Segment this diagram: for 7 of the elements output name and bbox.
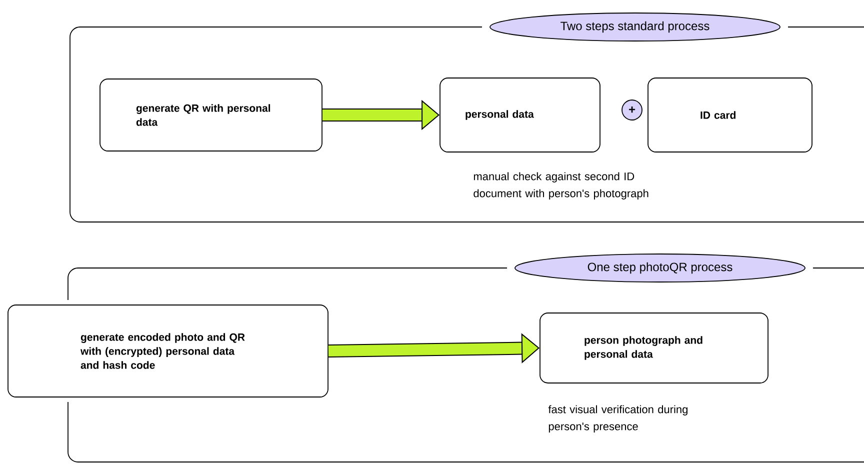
- note-text: fast visual verification during person's presence: [548, 405, 688, 432]
- process-box: personal data: [440, 78, 600, 152]
- process-box: person photograph and personal data: [540, 312, 768, 384]
- process-box: ID card: [648, 78, 812, 152]
- note-text: manual check against second ID document with person's photograph: [474, 172, 648, 200]
- process-box: generate QR with personal data: [100, 78, 322, 152]
- process-box: generate encoded photo and QR with (encrypted) personal data and hash code: [8, 304, 328, 398]
